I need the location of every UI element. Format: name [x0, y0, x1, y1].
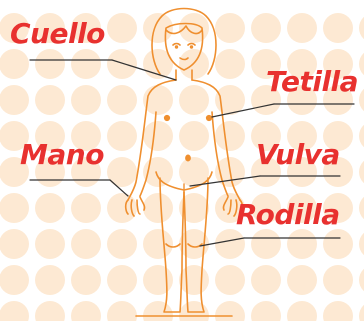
label-rodilla: Rodilla — [236, 201, 340, 229]
background-dot — [251, 229, 281, 259]
background-dot — [71, 229, 101, 259]
background-dot — [215, 301, 245, 321]
background-dot — [359, 193, 364, 223]
background-dot — [359, 265, 364, 295]
background-dot — [71, 265, 101, 295]
background-dot — [215, 265, 245, 295]
background-dot — [0, 49, 29, 79]
label-vulva: Vulva — [256, 141, 340, 169]
background-dot — [71, 301, 101, 321]
background-dot — [323, 301, 353, 321]
background-dot — [0, 265, 29, 295]
background-dot — [179, 121, 209, 151]
background-dot — [143, 193, 173, 223]
background-dot — [215, 121, 245, 151]
background-dot — [359, 301, 364, 321]
background-dot — [287, 229, 317, 259]
background-dot — [251, 301, 281, 321]
background-dot — [143, 229, 173, 259]
background-dot — [71, 85, 101, 115]
background-dot — [215, 229, 245, 259]
background-dot — [251, 265, 281, 295]
background-dot — [143, 301, 173, 321]
left-eye — [173, 44, 180, 46]
background-dot — [359, 13, 364, 43]
background-dot — [35, 301, 65, 321]
background-dot — [107, 193, 137, 223]
background-dot — [0, 229, 29, 259]
background-dot — [107, 157, 137, 187]
background-dot — [287, 265, 317, 295]
background-dot — [323, 229, 353, 259]
background-dot — [143, 265, 173, 295]
left-eye-dot — [176, 46, 178, 48]
background-dot — [0, 85, 29, 115]
background-dot — [323, 13, 353, 43]
background-dot — [0, 193, 29, 223]
right-eye-dot — [191, 46, 193, 48]
background-dot — [107, 301, 137, 321]
background-dot — [143, 121, 173, 151]
background-dot — [143, 13, 173, 43]
background-dot — [359, 121, 364, 151]
background-dot — [251, 13, 281, 43]
background-dot — [107, 121, 137, 151]
background-dot — [359, 49, 364, 79]
background-dot — [35, 229, 65, 259]
background-dot — [35, 265, 65, 295]
navel — [186, 155, 191, 161]
background-dot — [179, 85, 209, 115]
background-dot — [107, 13, 137, 43]
background-dot — [35, 85, 65, 115]
background-dot — [35, 193, 65, 223]
background-dot — [107, 49, 137, 79]
label-cuello: Cuello — [10, 20, 105, 48]
background-dot — [215, 13, 245, 43]
background-dot — [0, 301, 29, 321]
label-mano: Mano — [20, 141, 104, 169]
background-dot — [179, 265, 209, 295]
background-dot — [359, 157, 364, 187]
left-nipple — [164, 115, 169, 120]
background-dot — [359, 229, 364, 259]
background-dot — [107, 85, 137, 115]
background-dot — [107, 229, 137, 259]
background-dot — [215, 49, 245, 79]
background-dot — [287, 301, 317, 321]
background-dot — [287, 13, 317, 43]
background-dot — [107, 265, 137, 295]
background-dot — [71, 193, 101, 223]
background-dot — [35, 49, 65, 79]
background-dot — [71, 49, 101, 79]
right-nipple — [206, 115, 211, 120]
background-dot — [323, 265, 353, 295]
label-tetilla: Tetilla — [266, 68, 358, 96]
background-dot — [359, 85, 364, 115]
right-eye — [188, 44, 195, 46]
